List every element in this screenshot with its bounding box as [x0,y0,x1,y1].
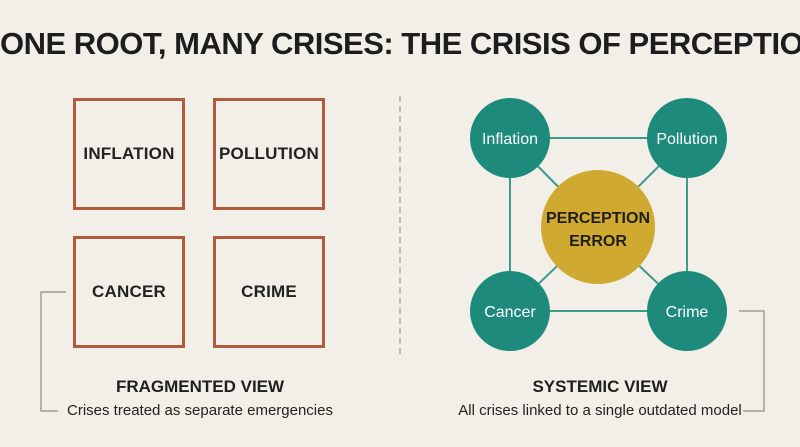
core-label-line1: PERCEPTION [546,210,650,227]
box-label: POLLUTION [218,144,319,163]
node-pollution [647,98,727,178]
node-crime [647,271,727,351]
box-label: CRIME [241,282,297,301]
right-bracket [739,310,765,412]
node-label-cancer: Cancer [484,304,536,321]
node-cancer [470,271,550,351]
systemic-heading: SYSTEMIC VIEW [532,377,668,396]
systemic-caption: All crises linked to a single outdated m… [458,402,742,419]
box-inflation: INFLATION [73,98,185,210]
box-label: CANCER [92,282,166,301]
core-circle [541,170,655,284]
fragmented-caption: Crises treated as separate emergencies [67,402,333,419]
left-bracket [40,291,66,412]
node-label-pollution: Pollution [656,131,717,148]
core-label-line2: ERROR [569,233,627,250]
center-divider [399,96,401,354]
fragmented-heading: FRAGMENTED VIEW [115,377,285,396]
box-pollution: POLLUTION [213,98,325,210]
page-title: ONE ROOT, MANY CRISES: THE CRISIS OF PER… [0,26,800,61]
box-label: INFLATION [83,144,175,163]
box-cancer: CANCER [73,236,185,348]
node-label-crime: Crime [666,304,709,321]
node-label-inflation: Inflation [482,131,538,148]
box-crime: CRIME [213,236,325,348]
node-inflation [470,98,550,178]
